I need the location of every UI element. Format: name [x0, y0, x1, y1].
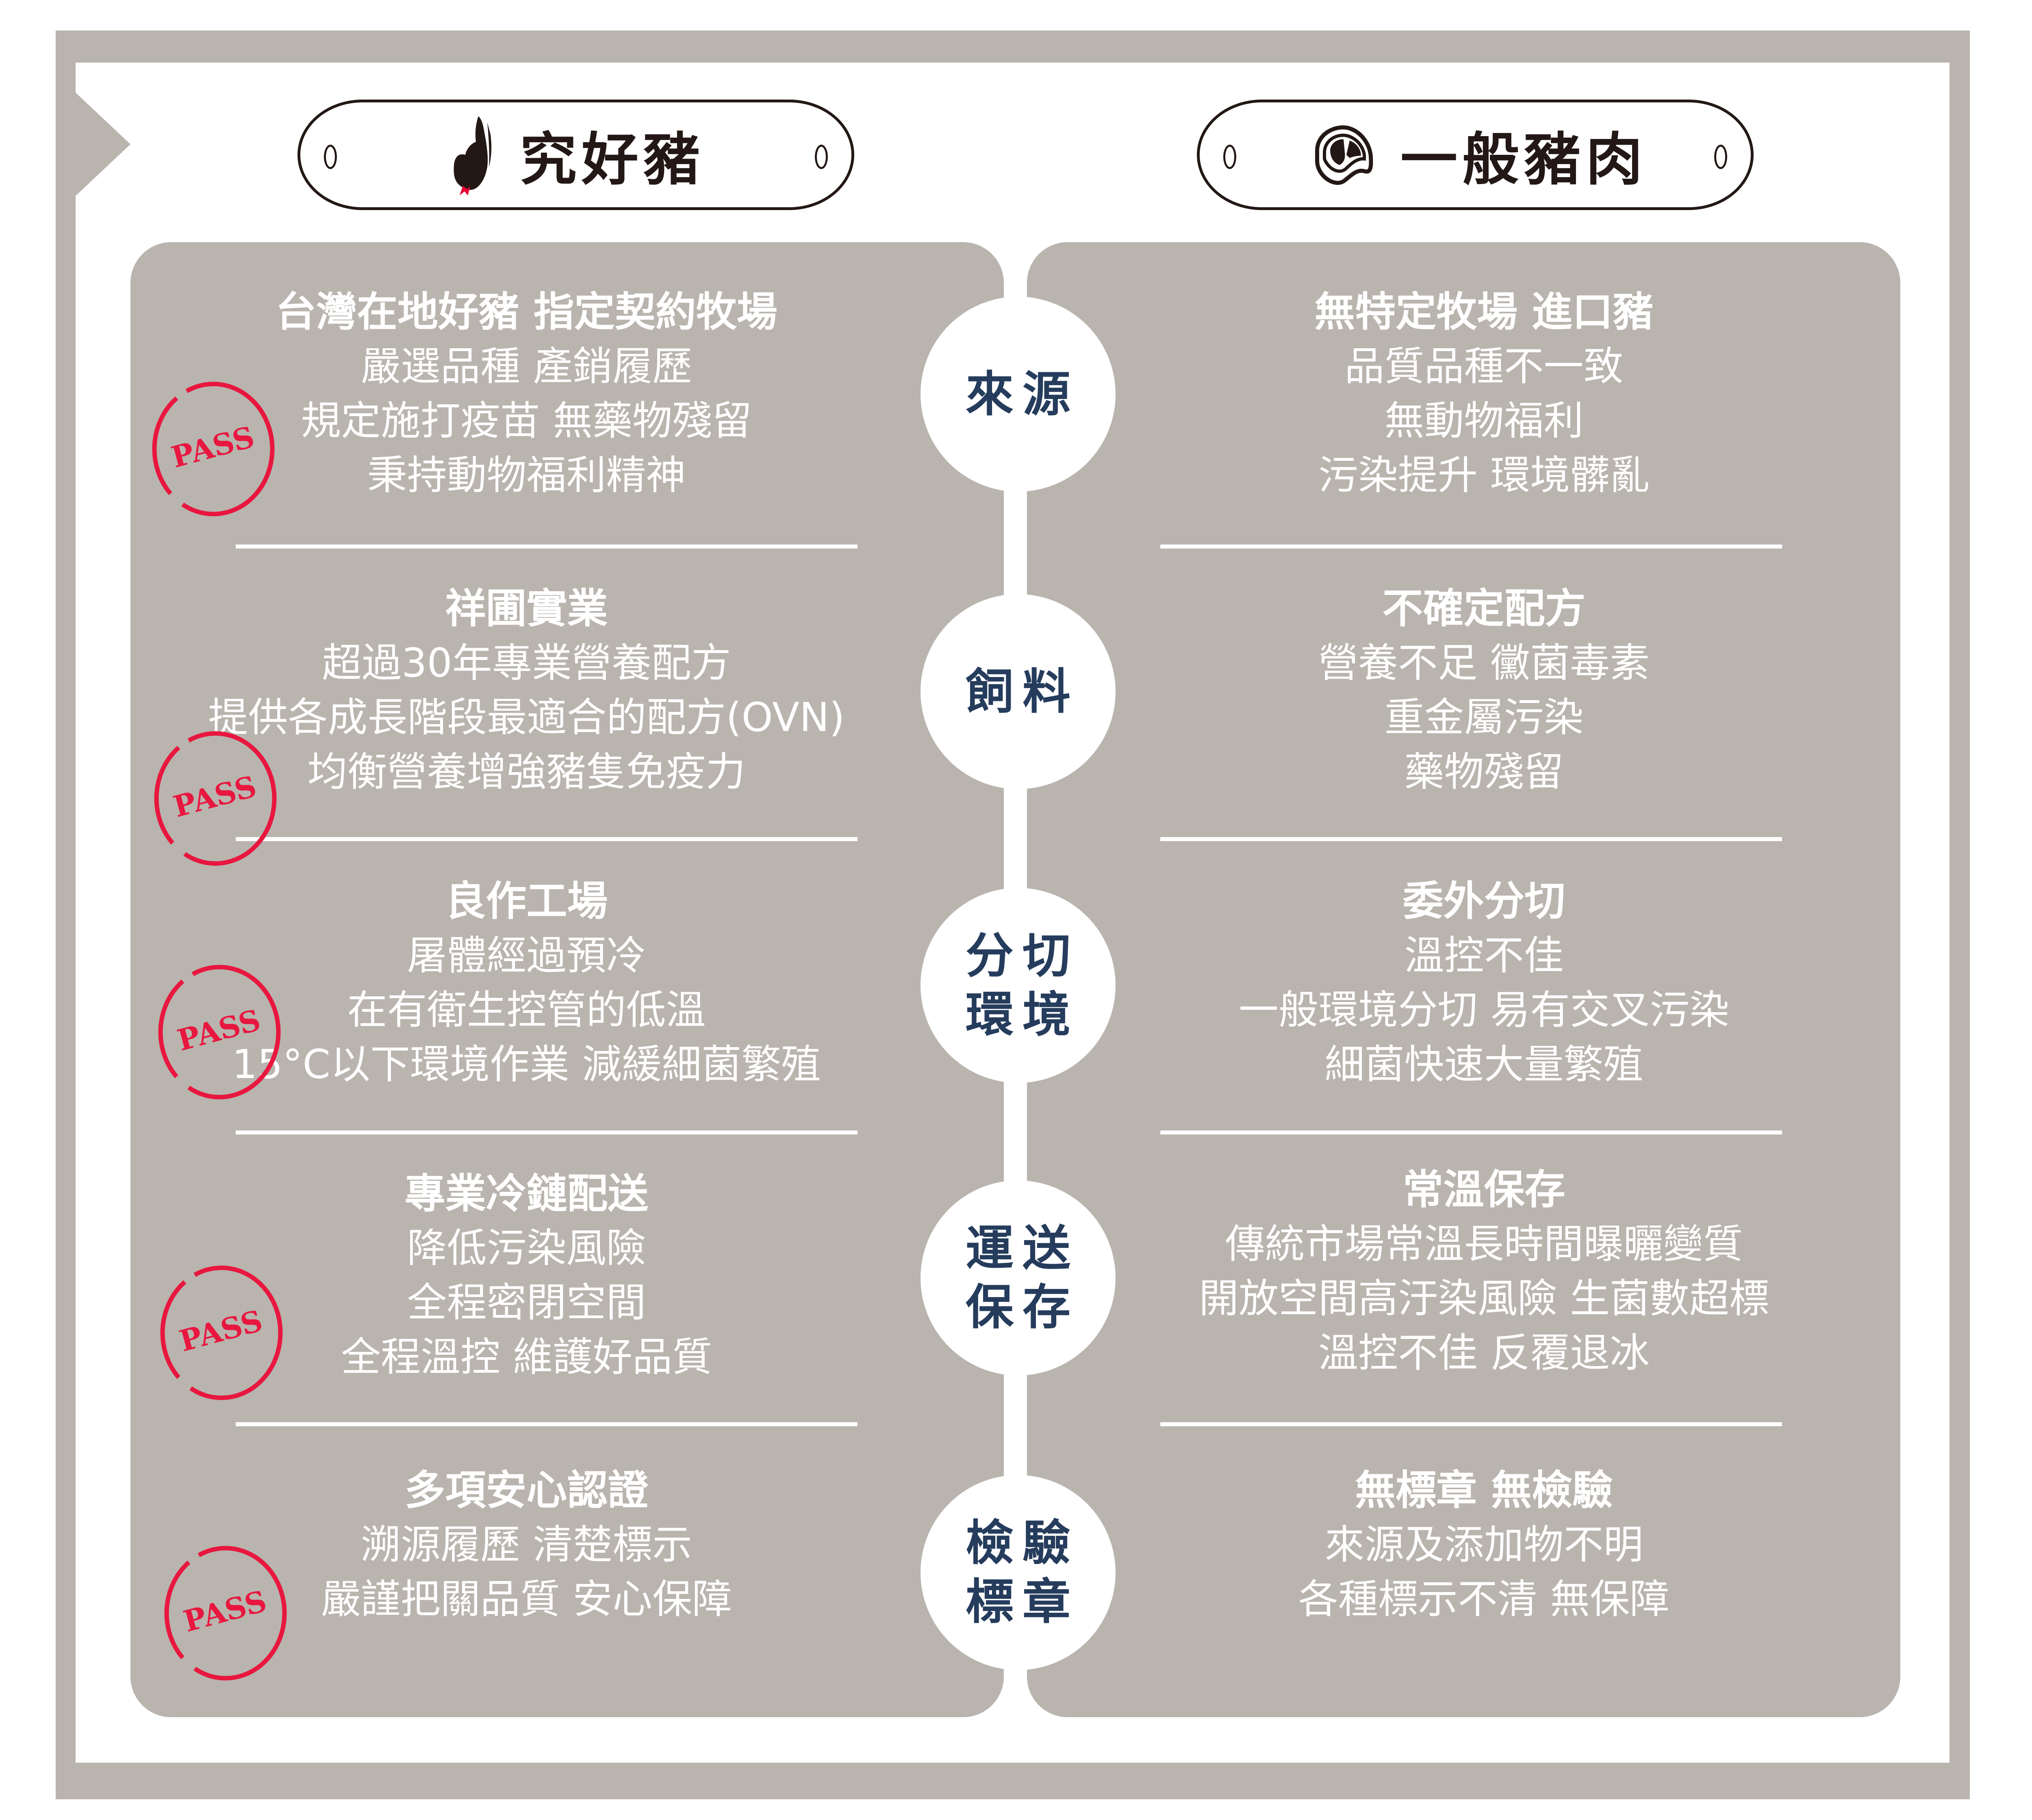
category-label: 檢驗: [965, 1515, 1079, 1571]
section-divider: [236, 837, 858, 841]
section-line: 均衡營養增強豬隻免疫力: [307, 749, 746, 795]
section-line: 營養不足 黴菌毒素: [1318, 640, 1650, 686]
section-heading: 良作工場: [445, 877, 608, 925]
section-line: 嚴謹把關品質 安心保障: [321, 1576, 732, 1623]
section-heading: 多項安心認證: [404, 1466, 649, 1514]
section-line: 降低污染風險: [407, 1225, 646, 1271]
svg-text:PASS: PASS: [176, 1303, 266, 1358]
category-label: 飼料: [965, 663, 1079, 720]
pill-hole-icon: [815, 145, 828, 169]
category-bubble-delivery: 運送 保存: [920, 1180, 1116, 1375]
category-bubble-cutting: 分切 環境: [920, 888, 1116, 1083]
category-label: 分切: [965, 928, 1079, 984]
section-heading: 無特定牧場 進口豬: [1314, 288, 1654, 336]
svg-text:PASS: PASS: [174, 1002, 264, 1058]
section-heading: 不確定配方: [1382, 585, 1586, 632]
section-line: 嚴選品種 產銷履歷: [360, 343, 693, 390]
pass-stamp-icon: PASS: [158, 965, 281, 1100]
section-line: 規定施打疫苗 無藥物殘留: [301, 398, 752, 444]
good-pork-title: 究好豬: [519, 127, 705, 193]
pass-stamp-icon: PASS: [160, 1265, 283, 1400]
section-line: 溯源履歷 清楚標示: [360, 1522, 693, 1568]
section-divider: [1160, 837, 1782, 841]
section-line: 藥物殘留: [1404, 749, 1564, 795]
section-divider: [1160, 1422, 1782, 1426]
right-section-certification: 無標章 無檢驗 來源及添加物不明 各種標示不清 無保障: [1027, 1463, 1900, 1627]
section-line: 污染提升 環境髒亂: [1318, 452, 1650, 499]
right-section-cutting: 委外分切 溫控不佳 一般環境分切 易有交叉污染 細菌快速大量繁殖: [1027, 874, 1900, 1092]
right-section-source: 無特定牧場 進口豬 品質品種不一致 無動物福利 污染提升 環境髒亂: [1027, 284, 1900, 503]
regular-pork-title: 一般豬肉: [1400, 127, 1648, 193]
section-line: 重金屬污染: [1384, 694, 1584, 741]
left-section-source: 台灣在地好豬 指定契約牧場 嚴選品種 產銷履歷 規定施打疫苗 無藥物殘留 秉持動…: [130, 284, 1004, 503]
section-heading: 委外分切: [1402, 877, 1565, 925]
left-section-delivery: 專業冷鏈配送 降低污染風險 全程密閉空間 全程溫控 維護好品質: [130, 1166, 1004, 1384]
section-line: 各種標示不清 無保障: [1298, 1576, 1670, 1623]
section-divider: [236, 1422, 858, 1426]
section-line: 秉持動物福利精神: [367, 452, 686, 499]
section-line: 一般環境分切 易有交叉污染: [1238, 987, 1730, 1033]
section-divider: [1160, 1130, 1782, 1135]
pass-stamp-icon: PASS: [152, 382, 275, 516]
section-line: 全程密閉空間: [407, 1280, 646, 1326]
section-line: 全程溫控 維護好品質: [341, 1334, 712, 1380]
pill-hole-icon: [1223, 145, 1236, 169]
svg-text:PASS: PASS: [168, 419, 258, 475]
left-section-feed: 祥圃實業 超過30年專業營養配方 提供各成長階段最適合的配方(OVN) 均衡營養…: [130, 581, 1004, 799]
category-label: 來源: [965, 366, 1079, 422]
section-line: 無動物福利: [1384, 398, 1584, 444]
arrow-right-icon: [76, 93, 130, 196]
section-line: 品質品種不一致: [1344, 343, 1624, 390]
left-section-certification: 多項安心認證 溯源履歷 清楚標示 嚴謹把關品質 安心保障: [130, 1463, 1004, 1627]
pill-hole-icon: [324, 145, 337, 169]
category-label: 環境: [965, 987, 1079, 1043]
section-heading: 常溫保存: [1402, 1166, 1565, 1213]
category-label: 運送: [965, 1220, 1079, 1276]
rooster-logo-icon: [454, 116, 492, 195]
right-section-storage: 常溫保存 傳統市場常溫長時間曝曬變質 開放空間高汙染風險 生菌數超標 溫控不佳 …: [1027, 1162, 1900, 1380]
section-line: 在有衛生控管的低溫: [347, 987, 706, 1033]
category-label: 標章: [965, 1574, 1079, 1630]
category-label: 保存: [965, 1279, 1079, 1335]
section-heading: 無標章 無檢驗: [1355, 1466, 1613, 1514]
section-line: 來源及添加物不明: [1324, 1522, 1643, 1568]
section-heading: 台灣在地好豬 指定契約牧場: [276, 288, 777, 336]
section-line: 傳統市場常溫長時間曝曬變質: [1225, 1221, 1743, 1267]
right-section-feed: 不確定配方 營養不足 黴菌毒素 重金屬污染 藥物殘留: [1027, 581, 1900, 799]
pill-hole-icon: [1714, 145, 1727, 169]
category-bubble-source: 來源: [920, 297, 1116, 492]
section-divider: [236, 544, 858, 549]
section-divider: [1160, 544, 1782, 549]
category-bubble-feed: 飼料: [920, 594, 1116, 789]
section-heading: 專業冷鏈配送: [404, 1170, 649, 1217]
section-divider: [236, 1130, 858, 1135]
meat-steak-icon: [1315, 125, 1373, 185]
pass-stamp-icon: PASS: [164, 1546, 287, 1681]
header-pill-regular-pork: 一般豬肉: [1197, 100, 1754, 210]
header-pill-good-pork: 究好豬: [297, 100, 854, 210]
pass-stamp-icon: PASS: [154, 731, 277, 866]
svg-text:PASS: PASS: [170, 769, 260, 824]
category-bubble-inspection: 檢驗 標章: [920, 1475, 1116, 1670]
section-line: 提供各成長階段最適合的配方(OVN): [208, 694, 845, 741]
section-line: 超過30年專業營養配方: [322, 640, 731, 686]
section-line: 溫控不佳 反覆退冰: [1318, 1330, 1650, 1376]
svg-text:PASS: PASS: [180, 1584, 270, 1639]
left-section-cutting: 良作工場 屠體經過預冷 在有衛生控管的低溫 15°C以下環境作業 減緩細菌繁殖: [130, 874, 1004, 1092]
section-heading: 祥圃實業: [445, 585, 608, 632]
good-pork-panel: [130, 242, 1004, 1717]
section-line: 屠體經過預冷: [407, 933, 646, 979]
section-line: 15°C以下環境作業 減緩細菌繁殖: [232, 1041, 821, 1088]
section-line: 開放空間高汙染風險 生菌數超標: [1198, 1276, 1769, 1322]
section-line: 細菌快速大量繁殖: [1324, 1041, 1643, 1088]
regular-pork-panel: [1027, 242, 1900, 1717]
section-line: 溫控不佳: [1404, 933, 1564, 979]
